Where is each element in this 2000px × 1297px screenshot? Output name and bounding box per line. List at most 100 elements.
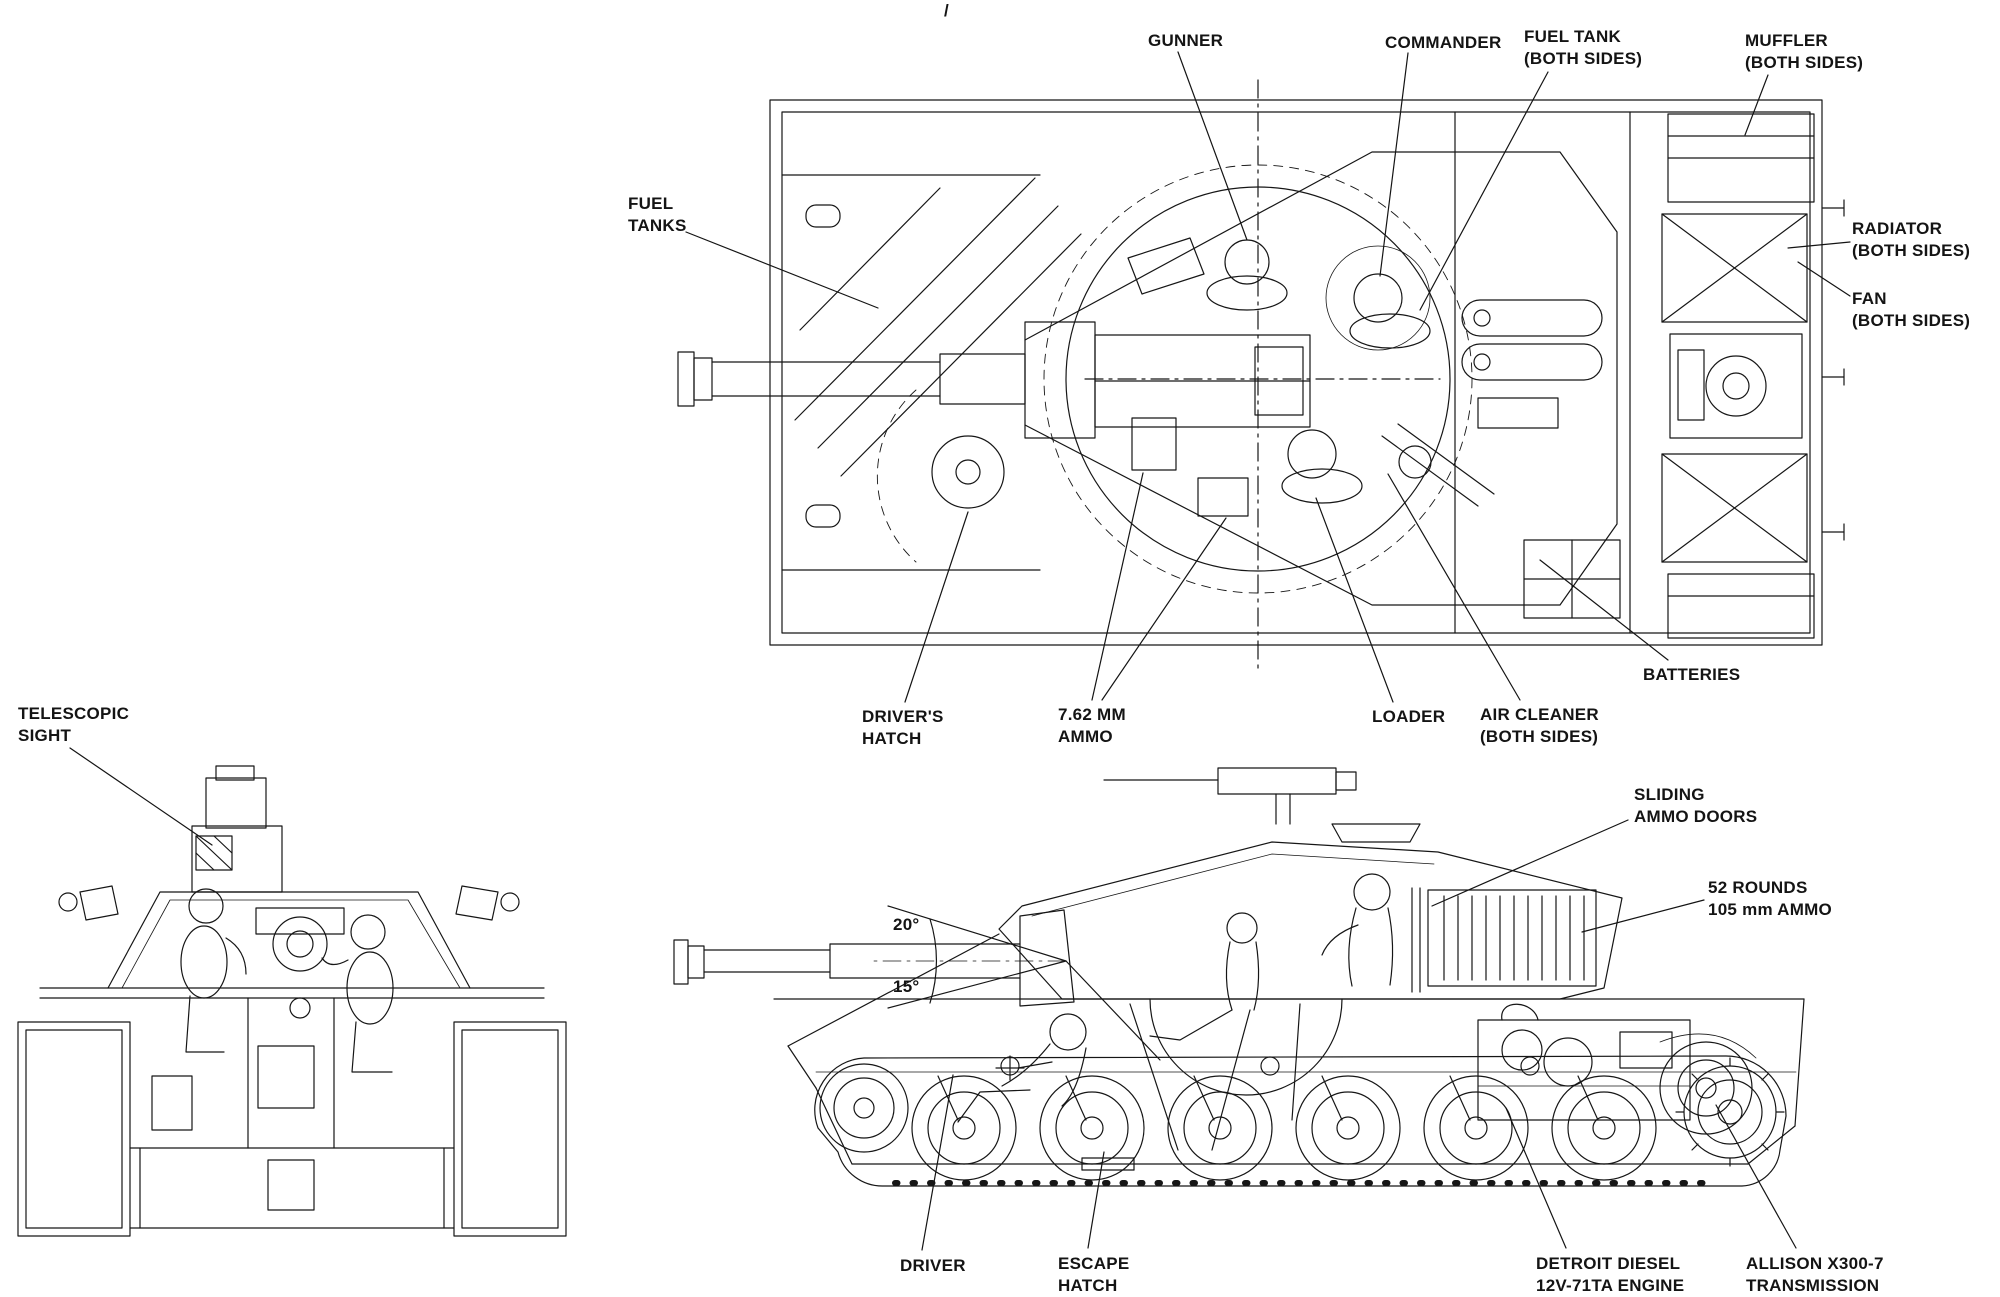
air-cleaner-duct-part xyxy=(1397,423,1495,495)
main-gun-top-part xyxy=(1254,346,1304,416)
commander-figure-part xyxy=(1353,273,1403,323)
suspension-arms-part xyxy=(1449,1075,1471,1121)
suspension-arms xyxy=(937,1075,1599,1121)
centerlines xyxy=(1084,79,1441,669)
radiator-fan-lower-part xyxy=(1661,453,1808,563)
leader-line xyxy=(1177,51,1248,241)
glacis-hatching xyxy=(794,177,1082,477)
driver-figure-part xyxy=(1001,1043,1051,1087)
hull-side-outline-part xyxy=(1747,1125,1796,1165)
gunner-figure-part xyxy=(1206,275,1288,311)
engine-top-part xyxy=(1477,397,1559,429)
commander-figure xyxy=(1325,245,1431,351)
suspension-arms-part xyxy=(1193,1075,1215,1121)
drive-sprocket-part xyxy=(1697,1079,1763,1145)
leader-line xyxy=(1715,1104,1797,1249)
engine-side-part xyxy=(1501,1003,1539,1021)
filler-cap xyxy=(1398,445,1432,479)
telescopic-sight xyxy=(195,835,233,871)
track-front-left-part xyxy=(17,1021,131,1237)
leader-line xyxy=(1387,473,1521,701)
turret-front xyxy=(58,885,520,989)
turret-basket-part xyxy=(1129,1003,1179,1151)
main-gun-side-part xyxy=(687,945,705,979)
turret-front-part xyxy=(107,891,471,989)
gunner-figure-side-part xyxy=(1226,912,1258,944)
driver-figure-part xyxy=(1017,1061,1053,1069)
commander-figure-part xyxy=(1349,313,1431,349)
drive-sprocket-part xyxy=(1761,1143,1769,1151)
leader-line xyxy=(1091,472,1144,701)
track-front-right-part xyxy=(453,1021,567,1237)
hull-interior-front-part xyxy=(151,1075,193,1131)
elevation-reference-part xyxy=(887,960,1067,1009)
radiator-fan-lower-part xyxy=(1661,453,1808,563)
glacis-hatching-part xyxy=(794,177,1036,421)
crew-figure-right-part xyxy=(351,1021,393,1073)
commander-figure-side-part xyxy=(1348,907,1357,987)
side-view-drawing xyxy=(673,767,1805,1187)
driver-figure-part xyxy=(1049,1013,1087,1051)
loader-figure xyxy=(1281,429,1363,504)
leader-line xyxy=(685,231,879,309)
return-roller-part xyxy=(1260,1056,1280,1076)
gunner-figure-side-part xyxy=(1225,941,1233,1011)
main-gun-top-part xyxy=(939,353,1026,405)
ammo-rack-part xyxy=(1427,889,1597,987)
engine-side-part xyxy=(1619,1031,1673,1069)
suspension-arms-part xyxy=(1065,1075,1087,1121)
telescopic-sight-part xyxy=(213,835,233,854)
driver-figure xyxy=(957,1013,1087,1123)
crew-figure-right-part xyxy=(350,914,386,950)
hull-outline-top xyxy=(769,99,1823,646)
idler-wheel-part xyxy=(833,1077,895,1139)
leader-line xyxy=(1505,1107,1567,1249)
road-wheel-part xyxy=(1183,1091,1257,1165)
road-wheel-part xyxy=(1439,1091,1513,1165)
gunner-figure-side xyxy=(1149,912,1260,1041)
loader-figure-part xyxy=(1281,468,1363,504)
commander-mg-part xyxy=(1217,767,1337,795)
leader-line xyxy=(921,1074,954,1251)
drive-sprocket-part xyxy=(1717,1099,1743,1125)
crew-figure-right-part xyxy=(346,951,394,1025)
radiator-fan-upper xyxy=(1661,213,1808,323)
battery-box xyxy=(1523,539,1621,619)
transmission-side-part xyxy=(1659,1033,1757,1059)
drivers-hatch-part xyxy=(955,459,981,485)
engine-side-part xyxy=(1477,1019,1691,1121)
road-wheel-part xyxy=(1551,1075,1657,1181)
hull-fittings xyxy=(1821,199,1845,541)
turret-roof-line xyxy=(1031,853,1435,917)
transmission-top-part xyxy=(1722,372,1750,400)
road-wheel-part xyxy=(952,1116,976,1140)
leader-line xyxy=(1419,71,1549,311)
elevation-reference-part xyxy=(887,905,1067,962)
crew-figure-right xyxy=(321,914,394,1073)
engine-side xyxy=(1477,1003,1691,1121)
driver-figure-part xyxy=(957,1089,1031,1123)
muffler-bottom-right-part xyxy=(1667,573,1815,639)
drive-sprocket-part xyxy=(1691,1073,1699,1081)
gun-breech-front-part xyxy=(255,907,345,935)
gunner-figure xyxy=(1127,237,1288,311)
leader-line xyxy=(1431,819,1629,907)
road-wheel-part xyxy=(1080,1116,1104,1140)
turret-front-part xyxy=(500,892,520,912)
road-wheel xyxy=(1295,1075,1401,1181)
leader-line xyxy=(1787,241,1851,249)
idler-wheel-part xyxy=(853,1097,875,1119)
transmission-top-part xyxy=(1705,355,1767,417)
suspension-arms-part xyxy=(1321,1075,1343,1121)
main-gun-top xyxy=(677,321,1311,439)
lifting-eye xyxy=(805,204,841,228)
leader-line xyxy=(1101,517,1227,701)
hull-side-outline-part xyxy=(787,1045,817,1089)
elevation-reference-part xyxy=(929,918,937,1004)
road-wheel xyxy=(1039,1075,1145,1181)
engine-side-part xyxy=(1543,1037,1593,1087)
transmission-side-part xyxy=(1677,1059,1735,1117)
hull-front-part xyxy=(267,1159,315,1211)
muffler-top-right xyxy=(1667,113,1815,203)
hull-side-outline-part xyxy=(787,933,1000,1047)
